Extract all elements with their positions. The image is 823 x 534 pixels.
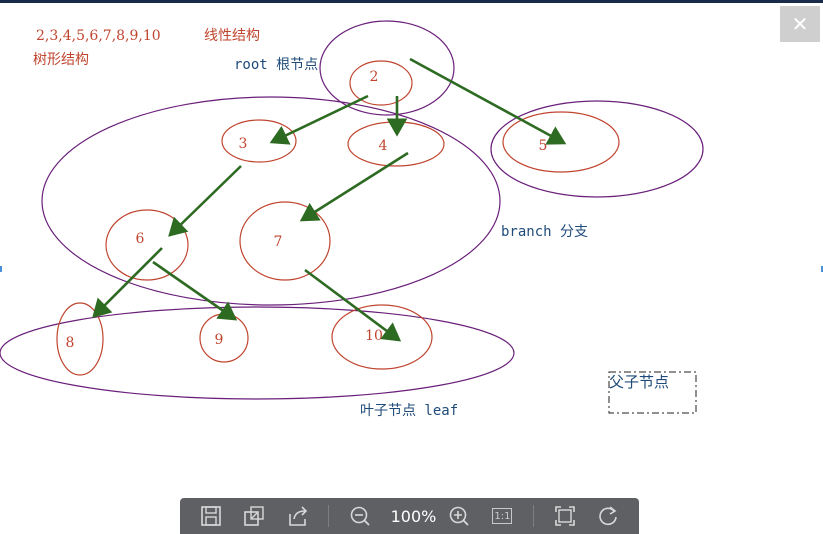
leaf-group-ellipse — [0, 306, 515, 400]
viewer-toolbar: 100% 1:1 — [180, 498, 639, 534]
node-9-circle — [199, 313, 249, 363]
zoom-level: 100% — [390, 506, 437, 526]
export-icon — [244, 506, 264, 526]
zoom-in-icon — [449, 506, 469, 526]
node-7-label: 7 — [274, 234, 283, 250]
branch-group-ellipse — [41, 96, 501, 306]
right-edge-marker — [821, 266, 823, 272]
close-button[interactable]: ✕ — [780, 6, 820, 42]
node-7-circle — [239, 201, 331, 281]
edge-6-8-arrow — [92, 247, 163, 318]
node-5-circle — [502, 111, 620, 173]
right-group-ellipse — [490, 100, 704, 198]
toolbar-separator — [533, 505, 535, 527]
save-button[interactable] — [198, 503, 223, 529]
sequence-note: 2,3,4,5,6,7,8,9,10 — [36, 28, 161, 44]
branch-note: branch 分支 — [501, 224, 588, 240]
edge-2-3-arrow — [269, 94, 369, 145]
node-10-label: 10 — [365, 328, 383, 344]
edge-7-10-arrow — [304, 268, 402, 342]
text-selection-box[interactable] — [608, 371, 697, 414]
node-8-circle — [56, 302, 104, 376]
node-9-label: 9 — [215, 332, 224, 348]
root-group-ellipse — [319, 20, 455, 116]
export-button[interactable] — [241, 503, 266, 529]
left-edge-marker — [0, 266, 2, 272]
share-icon — [288, 506, 307, 526]
tree-structure-note: 树形结构 — [33, 52, 89, 68]
node-4-label: 4 — [379, 138, 388, 154]
fit-window-icon — [555, 506, 575, 526]
share-button[interactable] — [285, 503, 310, 529]
zoom-out-icon — [350, 506, 370, 526]
rotate-icon — [599, 506, 618, 526]
zoom-out-button[interactable] — [347, 503, 372, 529]
edge-6-9-arrow — [152, 260, 238, 321]
rotate-button[interactable] — [596, 503, 621, 529]
node-6-circle — [105, 209, 189, 281]
save-icon — [200, 506, 221, 526]
node-8-label: 8 — [66, 335, 75, 351]
node-3-label: 3 — [239, 136, 248, 152]
window-top-strip — [0, 0, 823, 3]
node-10-circle — [331, 304, 433, 370]
edge-3-6-arrow — [168, 165, 242, 237]
node-2-label: 2 — [370, 69, 379, 85]
linear-structure-note: 线性结构 — [204, 28, 260, 44]
actual-size-button[interactable]: 1:1 — [490, 503, 515, 529]
node-2-circle — [349, 60, 413, 106]
fit-window-button[interactable] — [552, 503, 577, 529]
parent-child-note: 父子节点 — [609, 373, 669, 391]
leaf-note: 叶子节点 leaf — [360, 403, 458, 419]
edge-2-5-arrow — [409, 57, 567, 145]
actual-size-icon: 1:1 — [492, 508, 513, 524]
toolbar-separator — [328, 505, 330, 527]
node-6-label: 6 — [136, 231, 145, 247]
zoom-in-button[interactable] — [446, 503, 471, 529]
edge-4-7-arrow — [299, 151, 409, 222]
node-3-circle — [221, 119, 297, 163]
node-5-label: 5 — [539, 138, 548, 154]
root-note: root 根节点 — [234, 57, 318, 73]
